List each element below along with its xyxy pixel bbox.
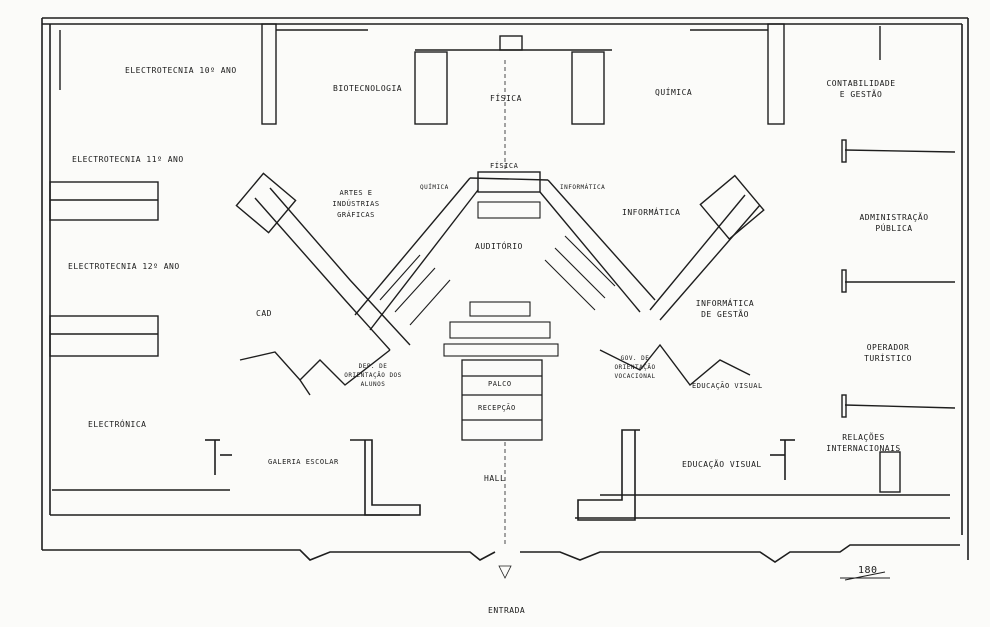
room-fisica: FÍSICA <box>490 94 522 103</box>
right-partitions <box>841 139 956 493</box>
room-palco: PALCO <box>488 380 512 388</box>
room-informatica-gestao: INFORMÁTICA DE GESTÃO <box>695 299 755 319</box>
room-quimica: QUÍMICA <box>655 88 693 97</box>
room-electrotecnia-11: ELECTROTECNIA 11º ANO <box>72 155 184 164</box>
room-informatica: INFORMÁTICA <box>622 208 681 217</box>
reception-block <box>461 359 543 441</box>
room-educacao-visual-1: EDUCAÇÃO VISUAL <box>692 382 763 390</box>
room-administracao: ADMINISTRAÇÃO PÚBLICA <box>859 213 929 233</box>
room-galeria: GALERIA ESCOLAR <box>268 458 339 466</box>
room-contabilidade: CONTABILIDADE E GESTÃO <box>826 79 896 99</box>
room-dep-orientacao: DEP. DE ORIENTAÇÃO DOS ALUNOS <box>344 363 402 388</box>
room-recepcao: RECEPÇÃO <box>478 404 516 412</box>
hall-walls <box>205 429 795 521</box>
room-artes-graficas: ARTES E INDÚSTRIAS GRÁFICAS <box>332 189 380 219</box>
room-electronica: ELECTRÓNICA <box>88 420 147 429</box>
central-wings <box>235 171 765 396</box>
room-relacoes: RELAÇÕES INTERNACIONAIS <box>826 433 901 453</box>
scale-marker <box>840 571 890 581</box>
room-educacao-visual-2: EDUCAÇÃO VISUAL <box>682 460 762 469</box>
entrance-axis <box>498 60 512 579</box>
room-fisica-small: FÍSICA <box>490 162 519 170</box>
room-electrotecnia-12: ELECTROTECNIA 12º ANO <box>68 262 180 271</box>
outer-walls <box>41 17 969 563</box>
room-gov: GOV. DE ORIENTAÇÃO VOCACIONAL <box>614 355 656 380</box>
top-partitions <box>59 23 881 125</box>
room-operador: OPERADOR TURÍSTICO <box>864 343 912 363</box>
entrance-label: ENTRADA <box>488 606 526 615</box>
room-electrotecnia-10: ELECTROTECNIA 10º ANO <box>125 66 237 75</box>
room-biotecnologia: BIOTECNOLOGIA <box>333 84 403 93</box>
auditorium-seating <box>379 201 616 357</box>
room-auditorio: AUDITÓRIO <box>475 242 523 251</box>
left-benches <box>49 181 159 357</box>
room-informatica-small: INFORMÁTICA <box>560 184 606 191</box>
room-quimica-small: QUÍMICA <box>420 184 449 191</box>
scale-label: 180 <box>858 565 878 576</box>
room-hall: HALL <box>484 474 506 483</box>
room-cad: CAD <box>256 309 272 318</box>
